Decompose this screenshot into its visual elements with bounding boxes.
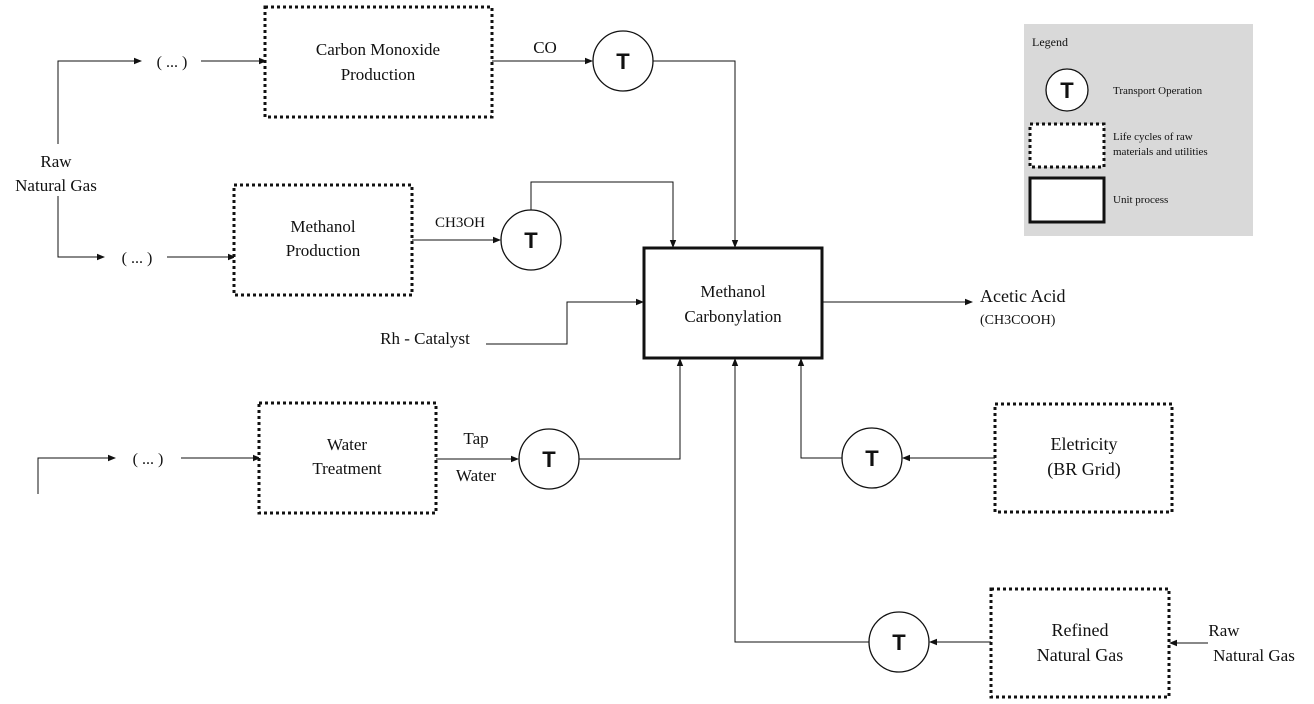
transport-electricity-letter: T [865, 446, 879, 471]
raw-natural-gas-left-line1: Raw [40, 152, 72, 171]
transport-ch3oh-letter: T [524, 228, 538, 253]
electricity-box [993, 402, 1174, 514]
water-treatment-label-1: Water [327, 435, 367, 454]
acetic-acid-label: Acetic Acid [980, 286, 1065, 306]
flow-rawgas-to-ellipsis-top [57, 57, 142, 144]
transport-gas-letter: T [892, 630, 906, 655]
carbon-monoxide-label-1: Carbon Monoxide [316, 40, 440, 59]
rh-catalyst-label: Rh - Catalyst [380, 329, 470, 348]
flow-transport-electricity-to-carbonylation [797, 358, 842, 459]
ellipsis-top: ( ... ) [157, 54, 188, 71]
flow-source-to-ellipsis-bottom [37, 454, 116, 494]
legend: Legend T Transport Operation Life cycles… [1024, 24, 1253, 236]
refined-natural-gas-box [989, 587, 1171, 699]
methanol-carbonylation-label-1: Methanol [700, 282, 765, 301]
methanol-carbonylation-label-2: Carbonylation [684, 307, 782, 326]
transport-water-letter: T [542, 447, 556, 472]
methanol-carbonylation-box [642, 246, 824, 360]
water-treatment-label-2: Treatment [312, 459, 382, 478]
methanol-production-label-1: Methanol [290, 217, 355, 236]
flow-transport-ch3oh-to-carbonylation [530, 181, 677, 248]
ellipsis-middle: ( ... ) [122, 250, 153, 267]
flow-rh-catalyst-to-carbonylation [486, 298, 644, 345]
methanol-production-label-2: Production [286, 241, 361, 260]
flow-rawgas-to-ellipsis-middle [57, 196, 105, 261]
process-methanol-production: Methanol Production [232, 183, 414, 297]
refined-natural-gas-label-2: Natural Gas [1037, 645, 1123, 665]
tap-water-label-1: Tap [463, 429, 488, 448]
raw-natural-gas-right-line2: Natural Gas [1213, 646, 1295, 665]
legend-transport-icon [1045, 68, 1089, 112]
process-carbon-monoxide-production: Carbon Monoxide Production [263, 5, 494, 119]
ch3oh-label: CH3OH [435, 215, 485, 231]
legend-unit-process-box [1028, 176, 1106, 224]
raw-natural-gas-right-line1: Raw [1208, 621, 1240, 640]
electricity-label-2: (BR Grid) [1047, 459, 1121, 480]
flow-transport-co-to-carbonylation [653, 60, 739, 248]
carbon-monoxide-box [263, 5, 494, 119]
methanol-production-box [232, 183, 414, 297]
legend-transport-letter: T [1060, 78, 1074, 103]
process-refined-natural-gas: Refined Natural Gas [989, 587, 1171, 699]
legend-transport-label: Transport Operation [1113, 85, 1203, 97]
refined-natural-gas-label-1: Refined [1052, 620, 1109, 640]
process-water-treatment: Water Treatment [257, 401, 438, 515]
process-electricity: Eletricity (BR Grid) [993, 402, 1174, 514]
transport-co-letter: T [616, 49, 630, 74]
legend-life-cycle-box [1028, 122, 1106, 169]
process-methanol-carbonylation: Methanol Carbonylation [642, 246, 824, 360]
flow-transport-gas-to-carbonylation [731, 358, 869, 643]
water-treatment-box [257, 401, 438, 515]
legend-life-cycle-label-1: Life cycles of raw [1113, 131, 1193, 143]
electricity-label-1: Eletricity [1051, 434, 1118, 454]
legend-title: Legend [1032, 35, 1068, 49]
acetic-acid-formula: (CH3COOH) [980, 313, 1056, 328]
legend-unit-process-label: Unit process [1113, 194, 1168, 206]
tap-water-label-2: Water [456, 466, 496, 485]
flow-transport-water-to-carbonylation [579, 358, 684, 460]
carbon-monoxide-label-2: Production [341, 65, 416, 84]
legend-life-cycle-label-2: materials and utilities [1113, 146, 1208, 158]
raw-natural-gas-left-line2: Natural Gas [15, 176, 97, 195]
co-label: CO [533, 38, 557, 57]
ellipsis-bottom: ( ... ) [133, 451, 164, 468]
